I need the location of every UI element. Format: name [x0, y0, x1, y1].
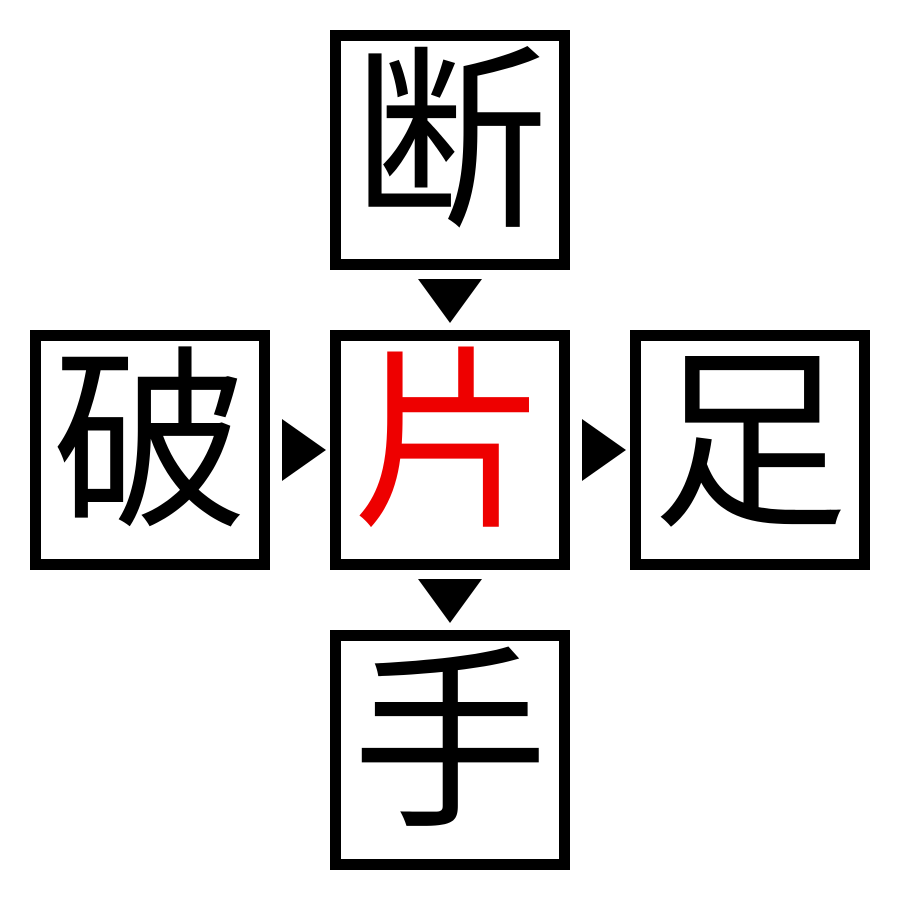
kanji-box-left: 破 — [30, 330, 270, 570]
kanji-char-center: 片 — [351, 330, 548, 558]
kanji-char-right: 足 — [651, 330, 848, 558]
kanji-box-center: 片 — [330, 330, 570, 570]
kanji-box-bottom: 手 — [330, 630, 570, 870]
kanji-char-top: 断 — [351, 30, 548, 258]
kanji-box-right: 足 — [630, 330, 870, 570]
kanji-char-bottom: 手 — [351, 630, 548, 858]
kanji-box-top: 断 — [330, 30, 570, 270]
arrow-down-icon-top-to-center — [418, 279, 482, 323]
arrow-down-icon-center-to-bottom — [418, 579, 482, 623]
kanji-char-left: 破 — [51, 330, 248, 558]
arrow-right-icon-left-to-center — [282, 419, 326, 481]
arrow-right-icon-center-to-right — [582, 419, 626, 481]
